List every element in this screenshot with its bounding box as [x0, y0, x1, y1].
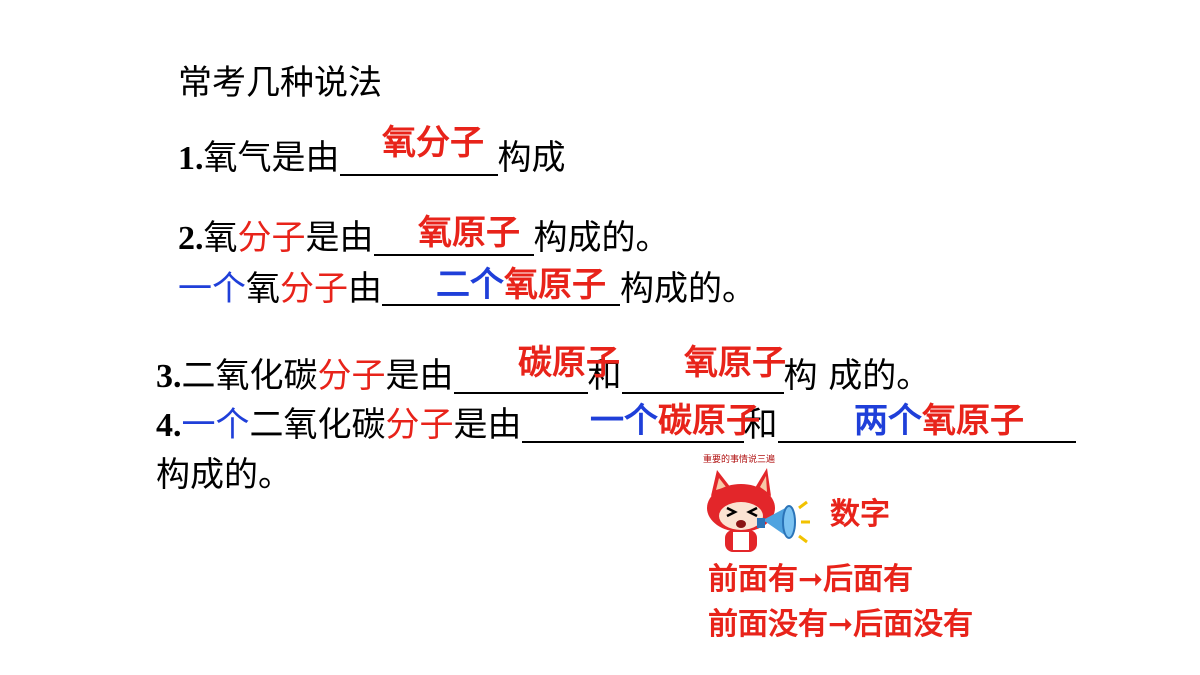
- question-2-part2: 分子: [237, 218, 306, 258]
- question-2-l2-part-b: 氧: [246, 269, 280, 309]
- question-4-blank-2: [777, 407, 1076, 443]
- question-2-line-2: 一个氧分子由 构成的。: [178, 270, 756, 306]
- question-3-blank-2: [621, 358, 784, 394]
- question-2-part1: 氧: [203, 218, 238, 258]
- note-rule-2: 前面没有➞后面没有: [708, 607, 974, 642]
- question-1-prefix: 氧气是由: [203, 138, 340, 178]
- question-4-part1: 一个: [181, 405, 250, 445]
- question-4-part2: 二氧化碳: [249, 405, 386, 445]
- question-4-blank-1: [521, 407, 744, 443]
- question-3-answer-2: 氧原子: [684, 343, 786, 383]
- question-3-blank-1: [453, 358, 588, 394]
- question-2-number: 2.: [178, 220, 204, 257]
- question-3-and: 和: [587, 356, 622, 396]
- question-4-answer-2: 两个氧原子: [854, 404, 1024, 438]
- question-2-part3: 是由: [305, 218, 374, 258]
- page-title: 常考几种说法: [178, 63, 382, 103]
- question-3-suffix: 构 成的。: [783, 356, 931, 396]
- question-3-part3: 是由: [385, 356, 454, 396]
- question-4: 4.一个二氧化碳分子是由 和: [156, 407, 1076, 443]
- note-rule-1: 前面有➞后面有: [708, 562, 914, 597]
- question-4-answer-1-atom: 碳原子: [658, 401, 760, 441]
- question-2: 2.氧分子是由 构成的。: [178, 220, 670, 256]
- question-1: 1.氧气是由 构成: [178, 140, 566, 176]
- question-2-l2-suffix: 构成的。: [620, 269, 756, 309]
- question-4-number: 4.: [156, 407, 182, 444]
- question-2-l2-part-a: 一个: [178, 269, 246, 309]
- question-1-number: 1.: [178, 140, 204, 177]
- question-2-l2-answer-count: 二个: [436, 265, 504, 305]
- question-2-blank: [373, 220, 534, 256]
- fox-megaphone-sticker: 重要的事情说三遍: [697, 452, 812, 554]
- sticker-caption: 重要的事情说三遍: [703, 455, 776, 465]
- question-4-part3: 分子: [385, 405, 454, 445]
- question-2-suffix: 构成的。: [533, 218, 670, 258]
- question-2-l2-answer-atom: 氧原子: [504, 265, 606, 305]
- question-4-suffix: 构成的。: [156, 455, 292, 495]
- question-3: 3.二氧化碳分子是由 和 构 成的。: [156, 358, 930, 394]
- question-3-part1: 二氧化碳: [181, 356, 318, 396]
- question-2-answer: 氧原子: [418, 213, 520, 253]
- question-4-answer-1: 一个碳原子: [590, 404, 760, 438]
- question-1-answer: 氧分子: [382, 123, 484, 163]
- question-3-number: 3.: [156, 358, 182, 395]
- question-2-l2-answer: 二个氧原子: [436, 268, 606, 302]
- question-4-answer-2-count: 两个: [854, 401, 922, 441]
- question-2-l2-blank: [382, 270, 620, 306]
- note-digits: 数字: [830, 497, 890, 532]
- question-3-answer-1: 碳原子: [518, 343, 620, 383]
- question-2-l2-part-c: 分子: [280, 269, 348, 309]
- question-4-answer-1-count: 一个: [590, 401, 658, 441]
- question-3-part2: 分子: [317, 356, 386, 396]
- question-1-blank: [339, 140, 498, 176]
- question-4-answer-2-atom: 氧原子: [922, 401, 1024, 441]
- question-1-suffix: 构成: [497, 138, 566, 178]
- question-4-part4: 是由: [453, 405, 522, 445]
- question-4-and: 和: [743, 405, 778, 445]
- question-2-l2-part-d: 由: [348, 269, 382, 309]
- fox-illustration: [707, 468, 810, 552]
